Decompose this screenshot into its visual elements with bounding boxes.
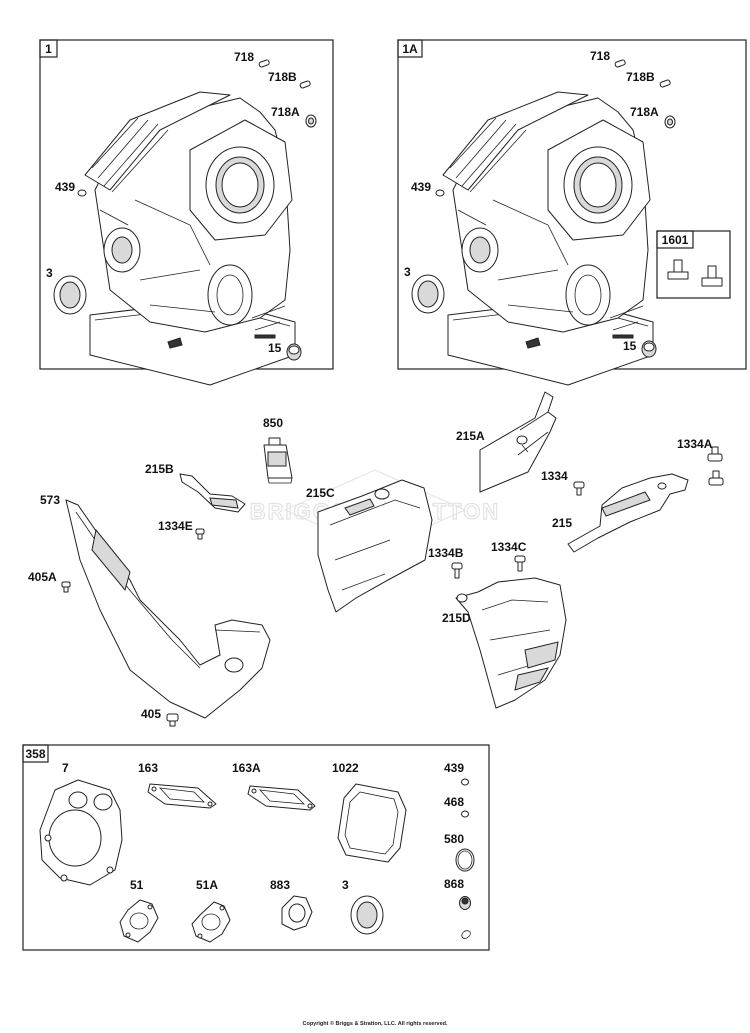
gasket-163[interactable] <box>147 783 217 809</box>
ring-439-358[interactable] <box>461 778 469 786</box>
label-718a: 718A <box>271 105 300 119</box>
label-439-1a: 439 <box>411 180 431 194</box>
label-215b: 215B <box>145 462 174 476</box>
label-718a-1a: 718A <box>630 105 659 119</box>
label-3-358: 3 <box>342 878 349 892</box>
bushing-15-1a[interactable] <box>641 340 657 358</box>
screw-1334[interactable] <box>573 481 585 496</box>
label-580: 580 <box>444 832 464 846</box>
ring-439[interactable] <box>77 189 87 197</box>
label-439: 439 <box>55 180 75 194</box>
label-718-1a: 718 <box>590 49 610 63</box>
box-1601-tag-frame <box>656 230 694 249</box>
bushing-718a[interactable] <box>305 114 317 128</box>
screw-1334a-a[interactable] <box>707 446 723 462</box>
ring-439-1a[interactable] <box>435 189 445 197</box>
box-1a-tag-frame <box>397 39 423 58</box>
cover-215c[interactable] <box>317 479 433 613</box>
bushing-718a-1a[interactable] <box>664 115 676 129</box>
label-573: 573 <box>40 493 60 507</box>
label-1334b: 1334B <box>428 546 464 560</box>
label-1334a: 1334A <box>677 437 713 451</box>
label-1334c: 1334C <box>491 540 527 554</box>
engine-block-1a[interactable] <box>442 91 654 386</box>
bracket-215b[interactable] <box>179 473 246 513</box>
box-1-tag: 1 <box>45 42 52 56</box>
gasket-163a[interactable] <box>247 785 316 811</box>
label-215c: 215C <box>306 486 335 500</box>
seal-3-358[interactable] <box>350 895 384 935</box>
screw-405a[interactable] <box>61 581 71 593</box>
gasket-51[interactable] <box>119 899 159 943</box>
label-3: 3 <box>46 266 53 280</box>
sealant-tube-850[interactable] <box>263 437 293 484</box>
copyright-notice: Copyright © Briggs & Stratton, LLC. All … <box>302 1021 448 1027</box>
label-51: 51 <box>130 878 144 892</box>
seal-868[interactable] <box>459 896 471 910</box>
label-718b: 718B <box>268 70 297 84</box>
gasket-51a[interactable] <box>191 901 231 943</box>
label-1334e: 1334E <box>158 519 193 533</box>
box-1a-tag: 1A <box>402 42 418 56</box>
box-358-tag: 358 <box>25 747 45 761</box>
box-358-tag-frame <box>22 744 49 763</box>
label-1334: 1334 <box>541 469 568 483</box>
shield-215a[interactable] <box>479 391 557 493</box>
oring-580[interactable] <box>455 848 475 872</box>
label-15-1a: 15 <box>623 339 637 353</box>
backplate-573[interactable] <box>65 499 271 719</box>
screw-1334a-b[interactable] <box>708 470 724 486</box>
box-358-frame <box>22 744 490 951</box>
label-3-1a: 3 <box>404 265 411 279</box>
seal-3[interactable] <box>53 275 87 315</box>
label-718b-1a: 718B <box>626 70 655 84</box>
label-215d: 215D <box>442 611 471 625</box>
clip-868[interactable] <box>461 930 471 939</box>
label-163: 163 <box>138 761 158 775</box>
label-1022: 1022 <box>332 761 359 775</box>
pin-718b[interactable] <box>299 80 311 89</box>
engine-block-1[interactable] <box>84 91 296 386</box>
label-883: 883 <box>270 878 290 892</box>
bolt-1601-a[interactable] <box>667 259 689 280</box>
label-718: 718 <box>234 50 254 64</box>
bushing-15[interactable] <box>286 343 302 361</box>
label-405a: 405A <box>28 570 57 584</box>
ring-468[interactable] <box>461 810 469 818</box>
label-850: 850 <box>263 416 283 430</box>
head-gasket-7[interactable] <box>39 779 123 886</box>
screw-1334e[interactable] <box>195 528 205 540</box>
label-15: 15 <box>268 341 282 355</box>
label-163a: 163A <box>232 761 261 775</box>
box-1601-tag: 1601 <box>662 233 689 247</box>
label-215: 215 <box>552 516 572 530</box>
bracket-215[interactable] <box>567 473 689 553</box>
label-215a: 215A <box>456 429 485 443</box>
label-405: 405 <box>141 707 161 721</box>
label-868: 868 <box>444 877 464 891</box>
screw-1334c[interactable] <box>514 555 526 572</box>
bolt-1601-b[interactable] <box>701 265 723 287</box>
label-51a: 51A <box>196 878 218 892</box>
label-439-358: 439 <box>444 761 464 775</box>
seal-3-1a[interactable] <box>411 274 445 314</box>
screw-405[interactable] <box>166 713 179 727</box>
shroud-215d[interactable] <box>455 577 567 709</box>
screw-1334b[interactable] <box>451 562 463 579</box>
group-box-358: 358 7 163 163A <box>22 744 490 951</box>
pin-718b-1a[interactable] <box>659 79 671 88</box>
group-box-1: 1 718 718B 718A 439 3 15 <box>39 39 334 386</box>
group-box-1a: 1A 1601 718 718B 718A 439 3 15 <box>397 39 747 386</box>
pin-718[interactable] <box>258 59 270 68</box>
gasket-1022[interactable] <box>337 783 407 863</box>
gasket-883[interactable] <box>281 895 313 931</box>
label-468: 468 <box>444 795 464 809</box>
label-7: 7 <box>62 761 69 775</box>
pin-718-1a[interactable] <box>614 59 626 68</box>
box-1-tag-frame <box>39 39 58 58</box>
